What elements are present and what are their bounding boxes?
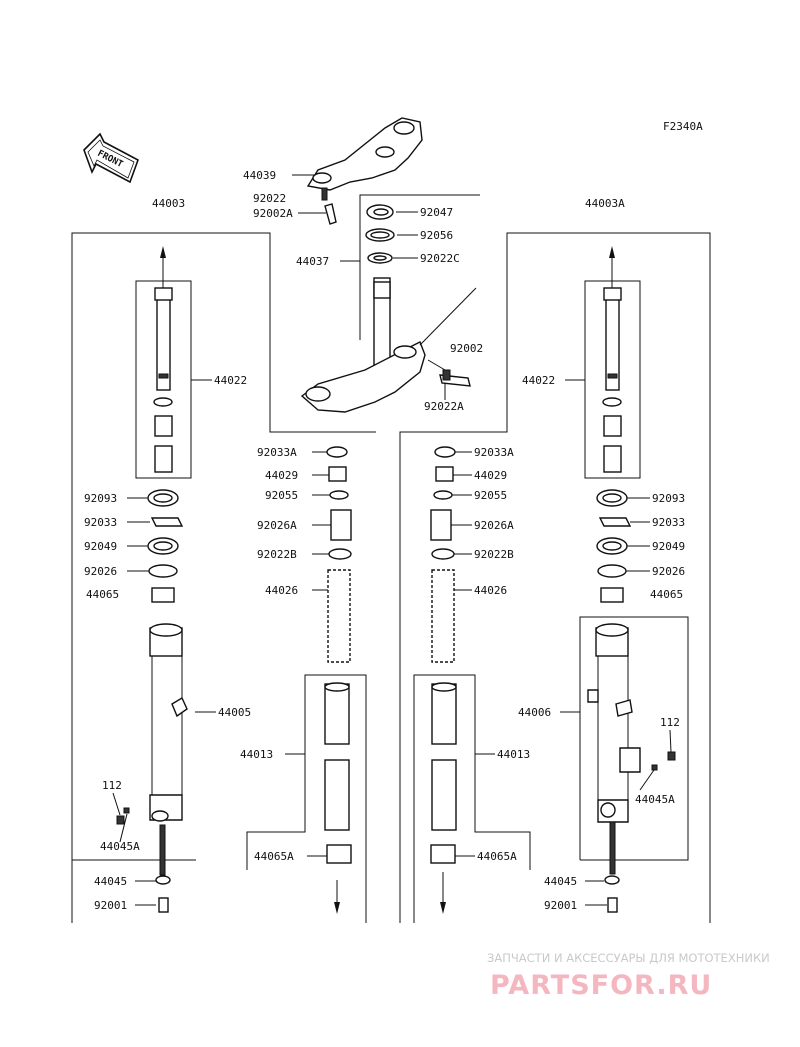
label-left-inner-spacer: 92026A (257, 519, 297, 532)
right-outer-seals (596, 489, 632, 603)
label-clamp-bolt: 92002 (450, 342, 483, 355)
label-left-inner-oring: 92055 (265, 489, 298, 502)
label-left-bottom-bolt: 92001 (94, 899, 127, 912)
right-inner-parts (430, 446, 457, 914)
left-cartridge (153, 246, 173, 473)
right-outer-tube (587, 623, 676, 913)
left-assembly-number: 44003 (152, 197, 185, 210)
label-clamp-washer: 92022A (424, 400, 464, 413)
label-right-bushing: 44065 (650, 588, 683, 601)
label-left-outer-tube: 44005 (218, 706, 251, 719)
label-left-inner-spring: 44026 (265, 584, 298, 597)
label-right-inner-ring: 92033A (474, 446, 514, 459)
label-right-clip: 92033 (652, 516, 685, 529)
label-right-inner-spacer: 92026A (474, 519, 514, 532)
top-bracket (306, 117, 423, 225)
label-left-screw: 112 (102, 779, 122, 792)
label-left-oil-seal: 92049 (84, 540, 117, 553)
label-left-clip: 92033 (84, 516, 117, 529)
right-cartridge (602, 246, 622, 473)
label-top-bolt: 92002A (253, 207, 293, 220)
watermark-tagline: ЗАПЧАСТИ И АКСЕССУАРЫ ДЛЯ МОТОТЕХНИКИ (487, 951, 770, 965)
label-right-washer: 92026 (652, 565, 685, 578)
label-right-inner-bushing: 44065A (477, 850, 517, 863)
label-left-bushing: 44065 (86, 588, 119, 601)
label-left-plug: 44045A (100, 840, 140, 853)
right-assembly-number: 44003A (585, 197, 625, 210)
label-stem-assembly: 44037 (296, 255, 329, 268)
label-right-gasket: 44045 (544, 875, 577, 888)
label-stem-washer: 92022C (420, 252, 460, 265)
left-outer-tube (116, 623, 188, 913)
label-right-screw: 112 (660, 716, 680, 729)
label-stem-seal: 92056 (420, 229, 453, 242)
label-left-inner-ring: 92033A (257, 446, 297, 459)
label-left-washer: 92026 (84, 565, 117, 578)
label-top-bracket: 44039 (243, 169, 276, 182)
label-left-inner-cap: 44029 (265, 469, 298, 482)
label-right-bottom-bolt: 92001 (544, 899, 577, 912)
label-right-oil-seal: 92049 (652, 540, 685, 553)
left-inner-parts (324, 446, 352, 914)
front-arrow-icon: FRONT (83, 132, 139, 184)
steering-stem (300, 204, 471, 413)
label-left-gasket: 44045 (94, 875, 127, 888)
label-right-outer-tube: 44006 (518, 706, 551, 719)
watermark-brand: PARTSFOR.RU (490, 970, 712, 1001)
leader-lines (112, 174, 672, 906)
figure-code: F2340A (663, 120, 703, 133)
label-stem-nut: 92047 (420, 206, 453, 219)
label-left-inner-washer: 92022B (257, 548, 297, 561)
left-outer-seals (147, 489, 184, 603)
label-right-inner-tube: 44013 (497, 748, 530, 761)
label-right-inner-spring: 44026 (474, 584, 507, 597)
part-labels: 44039 92022 92002A 92047 92056 44037 920… (84, 169, 685, 912)
label-right-cartridge: 44022 (522, 374, 555, 387)
label-left-inner-tube: 44013 (240, 748, 273, 761)
label-left-seal: 92093 (84, 492, 117, 505)
label-right-inner-washer: 92022B (474, 548, 514, 561)
watermark: ЗАПЧАСТИ И АКСЕССУАРЫ ДЛЯ МОТОТЕХНИКИ PA… (487, 951, 770, 1001)
label-right-plug: 44045A (635, 793, 675, 806)
label-right-inner-oring: 92055 (474, 489, 507, 502)
label-top-washer: 92022 (253, 192, 286, 205)
label-right-seal: 92093 (652, 492, 685, 505)
label-left-cartridge: 44022 (214, 374, 247, 387)
label-left-inner-bushing: 44065A (254, 850, 294, 863)
label-right-inner-cap: 44029 (474, 469, 507, 482)
